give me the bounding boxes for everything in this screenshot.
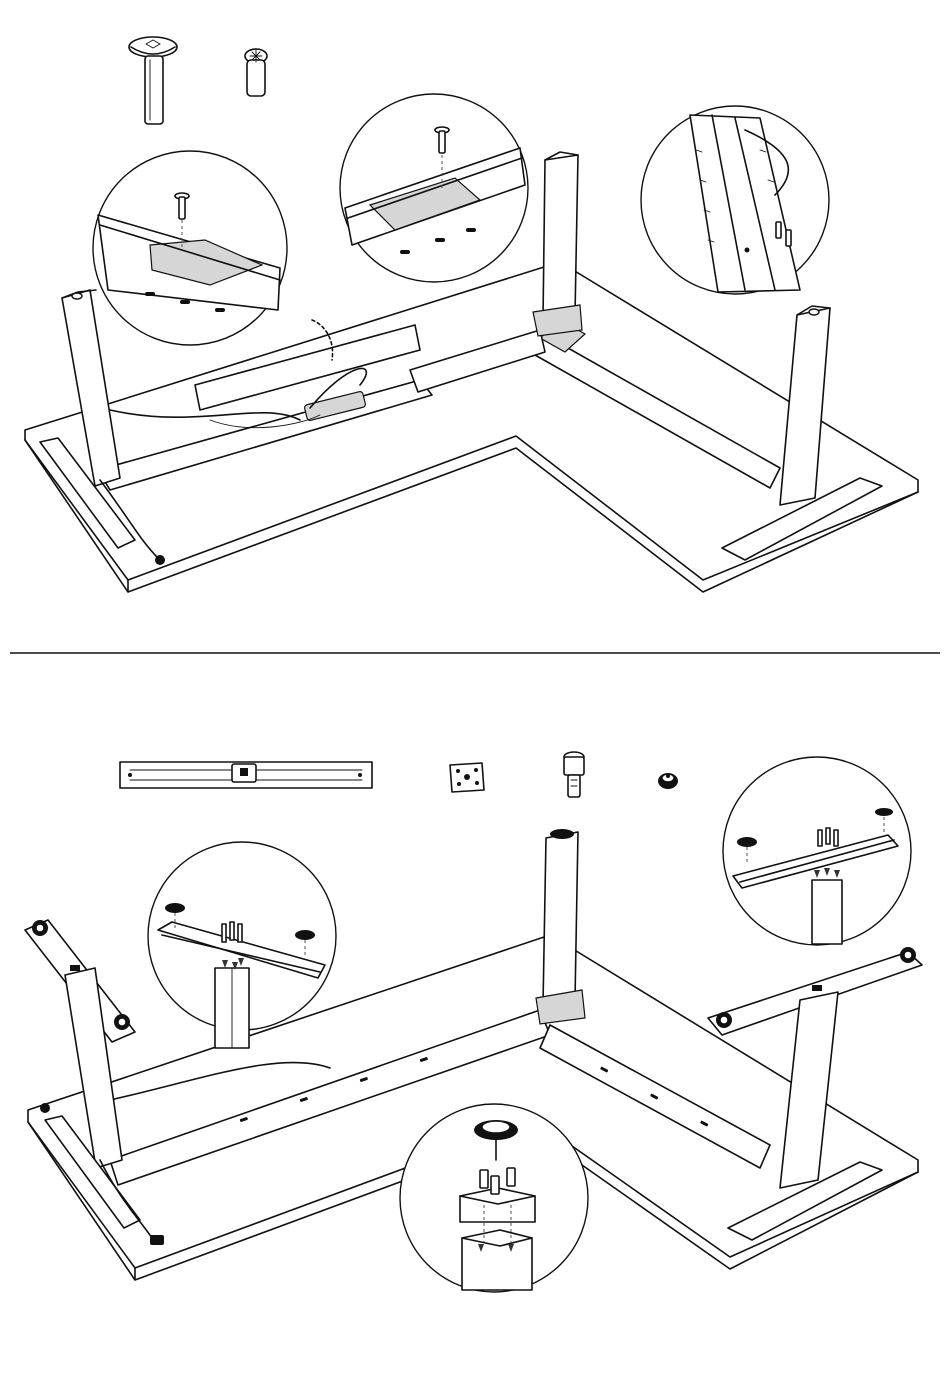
hex-screw-part <box>564 752 584 797</box>
bolt-short-part <box>245 49 267 96</box>
callout-leveling-foot <box>400 1104 588 1292</box>
bolt-long-part <box>129 37 177 124</box>
step-1-panel <box>25 37 918 592</box>
callout-cable-channel <box>641 106 829 294</box>
leg-middle-step-2 <box>536 829 585 1024</box>
step-2-panel <box>25 752 922 1292</box>
callout-crossbar-screw-left <box>93 151 287 345</box>
leveling-foot-part <box>658 773 678 789</box>
callout-crossbar-screw-center <box>340 94 528 282</box>
callout-foot-mount-right <box>723 757 911 945</box>
foot-bar-part <box>120 762 372 788</box>
mounting-plate-part <box>450 763 484 792</box>
